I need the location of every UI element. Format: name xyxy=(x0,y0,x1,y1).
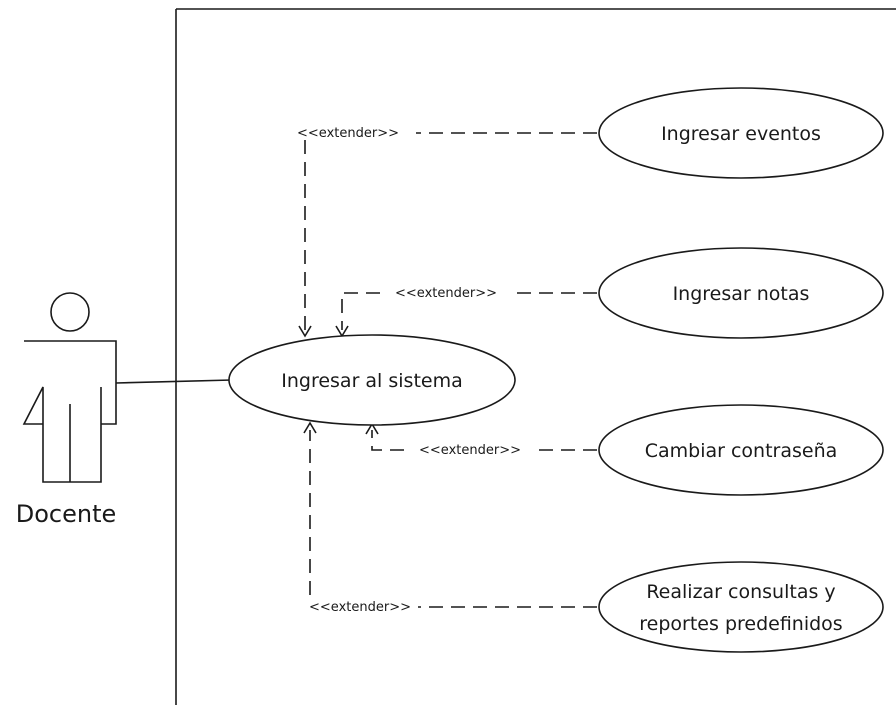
use-case-label: Cambiar contraseña xyxy=(645,440,838,462)
use-case-realizar-consultas[interactable]: Realizar consultas y reportes predefinid… xyxy=(598,561,884,653)
use-case-label: Ingresar al sistema xyxy=(281,370,463,392)
association-line xyxy=(115,379,233,384)
extend-relation-contrasena: <<extender>> xyxy=(365,422,597,458)
stereotype-label: <<extender>> xyxy=(309,600,411,615)
use-case-label-line-1: Realizar consultas y xyxy=(646,581,835,603)
actor-name: Docente xyxy=(16,500,117,528)
extend-relation-consultas: <<extender>> xyxy=(303,421,597,615)
use-case-label-line-2: reportes predefinidos xyxy=(639,613,842,635)
extend-relation-eventos: <<extender>> xyxy=(297,126,597,338)
actor-head xyxy=(50,292,90,332)
extend-relation-notas: <<extender>> xyxy=(335,286,597,338)
actor-docente[interactable]: Docente xyxy=(16,292,117,528)
use-case-label: Ingresar notas xyxy=(673,283,810,305)
arrowhead-icon xyxy=(298,325,312,338)
stereotype-label: <<extender>> xyxy=(395,286,497,301)
stereotype-label: <<extender>> xyxy=(419,443,521,458)
arrowhead-icon xyxy=(303,421,317,434)
stereotype-label: <<extender>> xyxy=(297,126,399,141)
use-case-cambiar-contrasena[interactable]: Cambiar contraseña xyxy=(598,404,884,496)
use-case-ingresar-eventos[interactable]: Ingresar eventos xyxy=(598,87,884,179)
extend-line xyxy=(371,430,404,451)
use-case-ingresar-notas[interactable]: Ingresar notas xyxy=(598,247,884,339)
use-case-label: Ingresar eventos xyxy=(661,123,821,145)
actor-body-outline xyxy=(22,340,117,483)
extend-line xyxy=(341,292,380,330)
use-case-ingresar-al-sistema[interactable]: Ingresar al sistema xyxy=(228,334,516,426)
system-boundary xyxy=(175,8,896,705)
